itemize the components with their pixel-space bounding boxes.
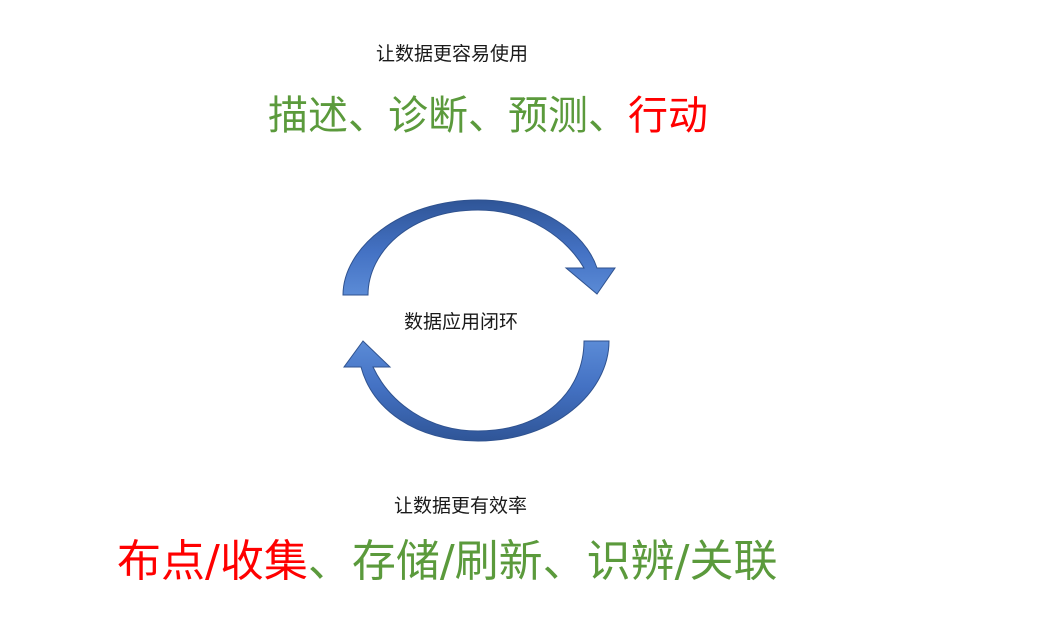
bottom-caption: 让数据更有效率 [394,495,528,517]
top-caption: 让数据更容易使用 [376,43,529,65]
bottom-phrase-line: 布点/收集、存储/刷新、识辨/关联 [117,540,777,584]
top-phrase-act: 行动 [628,93,708,139]
bottom-phrase-collect: 布点/收集 [117,536,308,587]
top-curved-arrow-icon [342,199,616,296]
bottom-phrase-store-identify: 、存储/刷新、识辨/关联 [307,536,778,587]
top-phrase-line: 描述、诊断、预测、行动 [268,96,708,136]
top-phrase-describe-diagnose-predict: 描述、诊断、预测、 [268,93,628,139]
center-caption: 数据应用闭环 [404,311,519,333]
bottom-curved-arrow-icon [343,340,610,442]
